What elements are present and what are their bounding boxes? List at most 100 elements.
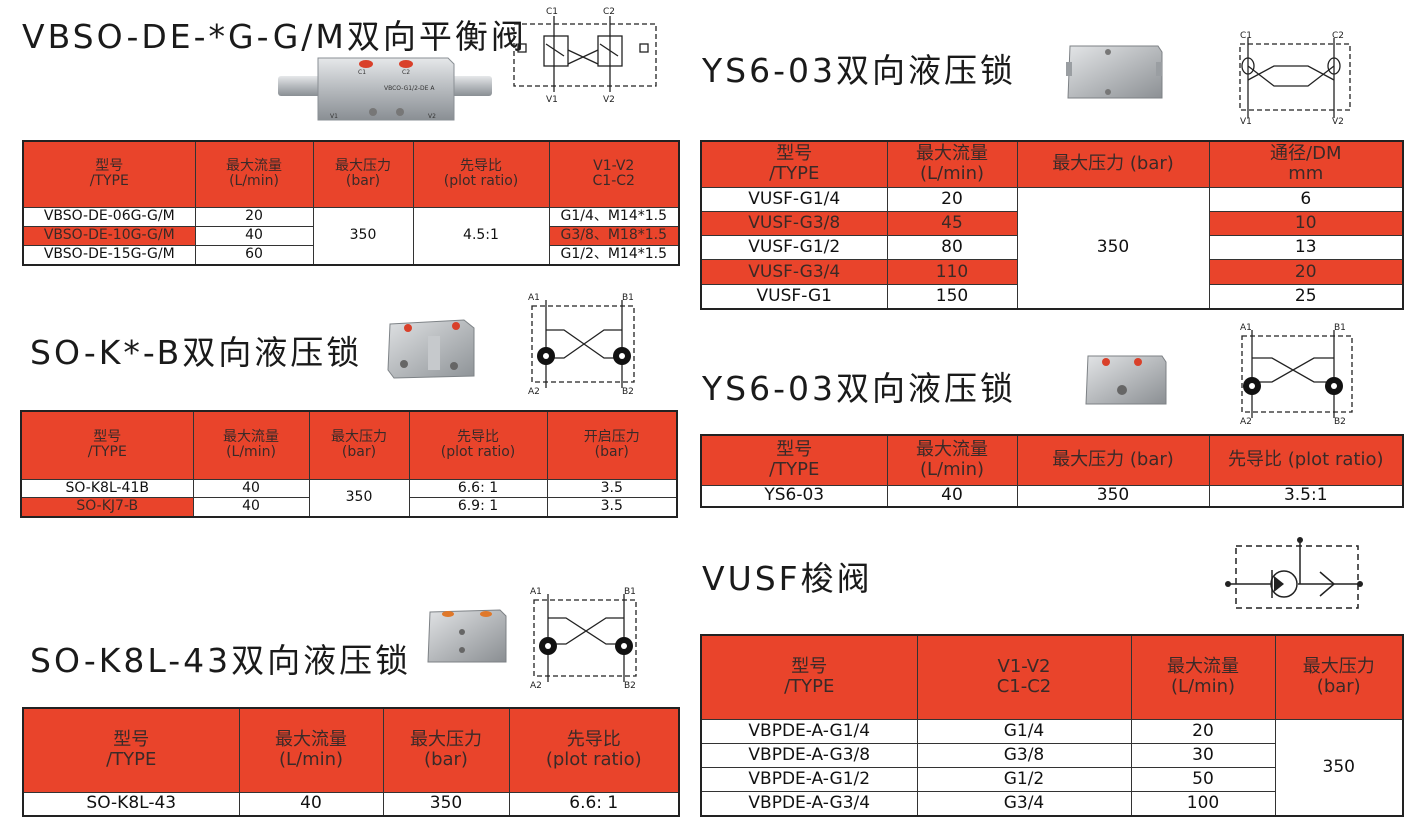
cell-type: VBSO-DE-06G-G/M	[22, 206, 196, 227]
cell-dm: 6	[1208, 186, 1404, 212]
header-ratio: 先导比 (plot ratio)	[1208, 434, 1404, 486]
ys6b-schematic: A1 B1 A2 B2	[1240, 323, 1353, 426]
cell-type: SO-K8L-41B	[20, 478, 194, 499]
ys6b-table: 型号/TYPE 最大流量(L/min) 最大压力 (bar) 先导比 (plot…	[700, 434, 1404, 508]
cell-port: G1/2、M14*1.5	[548, 244, 680, 266]
sok-sch-b2: B2	[622, 387, 634, 396]
ys6b-sch-b1: B1	[1334, 323, 1346, 333]
cell-type: VUSF-G1	[700, 283, 888, 310]
photo-port-v2: V2	[428, 113, 436, 120]
cell-pressure: 350	[382, 791, 510, 817]
cell-port: G1/2	[916, 766, 1132, 792]
header-pressure: 最大压力(bar)	[382, 707, 510, 793]
cell-flow: 40	[886, 484, 1018, 508]
header-flow: 最大流量(L/min)	[238, 707, 384, 793]
cell-flow: 45	[886, 210, 1018, 237]
cell-ratio: 6.6: 1	[508, 791, 680, 817]
sok-table: 型号/TYPE 最大流量(L/min) 最大压力(bar) 先导比(plot r…	[20, 410, 678, 518]
vbso-sch-c1: C1	[546, 7, 558, 17]
vbso-table: 型号/TYPE 最大流量(L/min) 最大压力(bar) 先导比(plot r…	[22, 140, 680, 266]
cell-flow: 50	[1130, 766, 1276, 792]
cell-flow: 20	[1130, 718, 1276, 744]
vusf-title: VUSF梭阀	[702, 559, 873, 598]
cell-pressure: 350	[312, 206, 414, 266]
ys6a-title: YS6-03双向液压锁	[702, 51, 1016, 90]
cell-pressure: 350	[1016, 186, 1210, 310]
sok-valve-photo	[387, 319, 475, 379]
sok43-sch-a1: A1	[530, 587, 542, 597]
cell-ratio: 4.5:1	[412, 206, 550, 266]
sok-sch-a2: A2	[528, 387, 540, 396]
header-flow: 最大流量(L/min)	[1130, 634, 1276, 720]
ys6a-schematic: C1 C2 V1 V2	[1239, 31, 1351, 126]
cell-open: 3.5	[546, 478, 678, 499]
sok-title: SO-K*-B双向液压锁	[30, 333, 363, 372]
header-type: 型号/TYPE	[700, 140, 888, 188]
cell-type: SO-KJ7-B	[20, 497, 194, 518]
cell-port: G1/4	[916, 718, 1132, 744]
ys6b-valve-photo	[1085, 355, 1167, 405]
sok43-sch-b2: B2	[624, 681, 636, 690]
header-pressure: 最大压力(bar)	[312, 140, 414, 208]
cell-flow: 110	[886, 259, 1018, 285]
cell-flow: 30	[1130, 742, 1276, 768]
cell-ratio: 3.5:1	[1208, 484, 1404, 508]
cell-ratio: 6.9: 1	[408, 497, 548, 518]
sok-schematic: A1 B1 A2 B2	[528, 293, 635, 396]
header-flow: 最大流量(L/min)	[192, 410, 310, 480]
header-ratio: 先导比(plot ratio)	[408, 410, 548, 480]
photo-port-c1: C1	[358, 69, 366, 76]
cell-dm: 10	[1208, 210, 1404, 237]
header-type: 型号/TYPE	[20, 410, 194, 480]
ys6a-sch-c1: C1	[1240, 31, 1252, 41]
cell-type: YS6-03	[700, 484, 888, 508]
cell-flow: 20	[194, 206, 314, 227]
vbso-sch-c2: C2	[603, 7, 615, 17]
ys6b-sch-a1: A1	[1240, 323, 1252, 333]
cell-flow: 100	[1130, 790, 1276, 817]
header-flow: 最大流量(L/min)	[886, 434, 1018, 486]
cell-type: VBPDE-A-G1/2	[700, 766, 918, 792]
cell-flow: 150	[886, 283, 1018, 310]
ys6b-sch-a2: A2	[1240, 417, 1252, 426]
cell-flow: 40	[192, 497, 310, 518]
sok-sch-b1: B1	[622, 293, 634, 303]
header-type: 型号/TYPE	[22, 707, 240, 793]
sok43-sch-a2: A2	[530, 681, 542, 690]
header-pressure: 最大压力 (bar)	[1016, 140, 1210, 188]
cell-flow: 40	[192, 478, 310, 499]
header-pressure: 最大压力(bar)	[308, 410, 410, 480]
cell-type: VUSF-G1/2	[700, 235, 888, 261]
cell-flow: 80	[886, 235, 1018, 261]
photo-port-v1: V1	[330, 113, 338, 120]
cell-type: VBSO-DE-10G-G/M	[22, 225, 196, 246]
sok43-table: 型号/TYPE 最大流量(L/min) 最大压力(bar) 先导比(plot r…	[22, 707, 680, 817]
sok43-schematic: A1 B1 A2 B2	[530, 587, 637, 690]
header-type: 型号/TYPE	[700, 434, 888, 486]
cell-type: VBSO-DE-15G-G/M	[22, 244, 196, 266]
vbso-sch-v2: V2	[603, 95, 615, 105]
vbso-valve-photo: C1 C2 VBCO-G1/2-DE A V1 V2	[278, 57, 492, 121]
header-ratio: 先导比(plot ratio)	[508, 707, 680, 793]
cell-flow: 20	[886, 186, 1018, 212]
cell-flow: 60	[194, 244, 314, 266]
header-type: 型号/TYPE	[700, 634, 918, 720]
cell-type: VBPDE-A-G3/8	[700, 742, 918, 768]
vbso-title: VBSO-DE-*G-G/M双向平衡阀	[22, 17, 527, 56]
sok43-title: SO-K8L-43双向液压锁	[30, 641, 412, 680]
header-flow: 最大流量(L/min)	[886, 140, 1018, 188]
ys6a-sch-v1: V1	[1240, 117, 1252, 126]
ys6b-sch-b2: B2	[1334, 417, 1346, 426]
ys6a-sch-v2: V2	[1332, 117, 1344, 126]
vbso-schematic: C1 C2 V1 V2	[513, 7, 657, 105]
ys6a-valve-photo	[1066, 45, 1163, 99]
cell-type: SO-K8L-43	[22, 791, 240, 817]
vusf-schematic	[1225, 537, 1363, 609]
header-flow: 最大流量(L/min)	[194, 140, 314, 208]
cell-open: 3.5	[546, 497, 678, 518]
